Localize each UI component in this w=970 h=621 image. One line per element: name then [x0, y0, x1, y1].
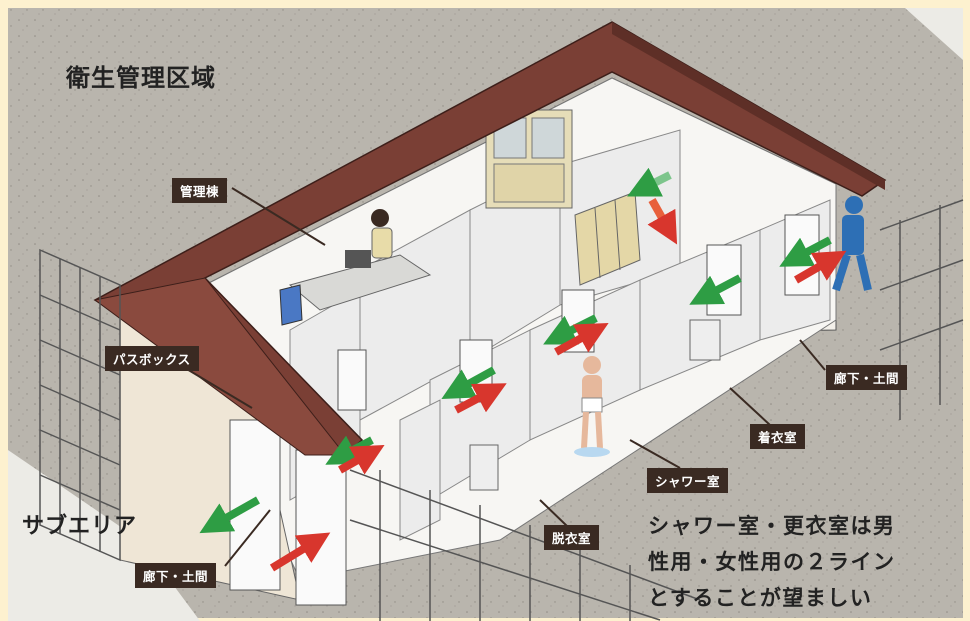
- arrow-in: [554, 323, 609, 356]
- note-line: とすることが望ましい: [648, 586, 873, 610]
- flow-arrows: [199, 167, 847, 572]
- note-line: 性用・女性用の２ライン: [648, 550, 896, 574]
- fence: [39, 199, 964, 621]
- arrow-in: [454, 383, 507, 414]
- arrow-out: [441, 366, 496, 399]
- label-management-building: 管理棟: [172, 178, 228, 203]
- arrow-in: [269, 532, 331, 572]
- note-line: シャワー室・更衣室は男: [648, 514, 896, 538]
- recommendation-note: シャワー室・更衣室は男 性用・女性用の２ライン とすることが望ましい: [648, 508, 968, 616]
- label-undressing-room: 脱衣室: [544, 525, 600, 550]
- showering-person: [574, 356, 610, 457]
- sinks: [469, 319, 721, 491]
- hygiene-area-title: 衛生管理区域: [66, 64, 216, 92]
- sub-area-label: サブエリア: [22, 514, 138, 539]
- arrow-in: [338, 444, 385, 475]
- label-corridor-right: 廊下・土間: [826, 365, 908, 390]
- arrow-out: [627, 167, 672, 197]
- arrow-out: [199, 496, 260, 534]
- lockers: [574, 191, 641, 286]
- label-dressing-room: 着衣室: [750, 424, 806, 449]
- office-desk: [279, 209, 432, 326]
- label-corridor-left: 廊下・土間: [135, 563, 217, 588]
- arrow-out: [779, 236, 832, 267]
- arrow-out: [689, 274, 742, 305]
- arrow-in: [793, 250, 847, 284]
- label-shower-room: シャワー室: [647, 468, 729, 493]
- arrow-in: [647, 198, 678, 245]
- label-passbox: パスボックス: [105, 346, 199, 371]
